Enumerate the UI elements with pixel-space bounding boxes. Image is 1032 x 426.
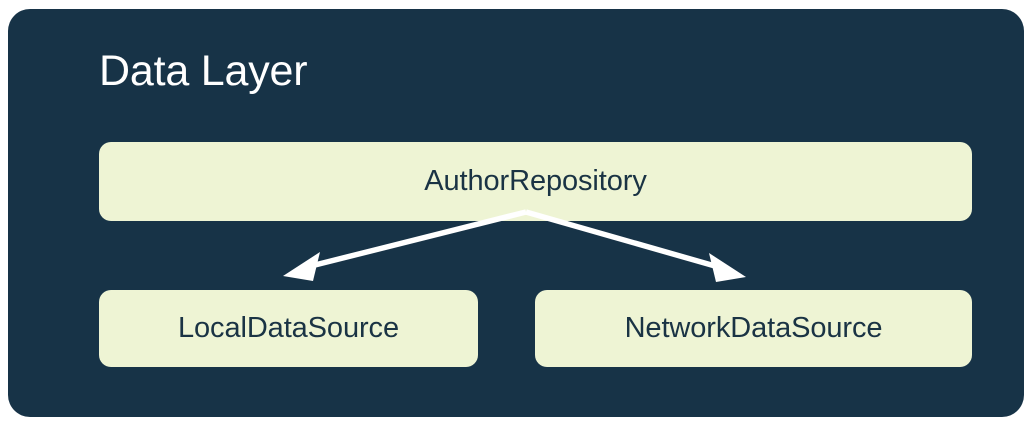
node-label-author-repository: AuthorRepository bbox=[424, 164, 647, 197]
data-layer-panel: Data Layer AuthorRepository LocalDataSou… bbox=[8, 9, 1024, 417]
node-author-repository[interactable]: AuthorRepository bbox=[99, 142, 972, 221]
node-network-data-source[interactable]: NetworkDataSource bbox=[535, 290, 972, 367]
node-label-network-data-source: NetworkDataSource bbox=[624, 311, 883, 344]
node-label-local-data-source: LocalDataSource bbox=[178, 311, 399, 344]
node-local-data-source[interactable]: LocalDataSource bbox=[99, 290, 478, 367]
page-title: Data Layer bbox=[99, 47, 308, 95]
